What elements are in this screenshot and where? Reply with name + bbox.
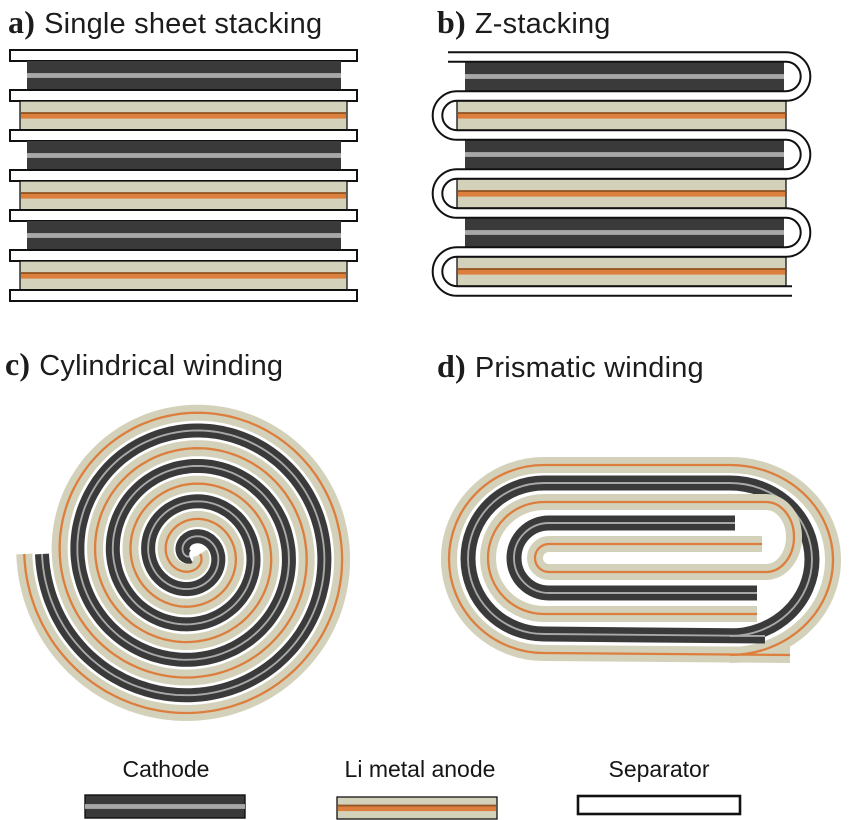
panel-a-single-sheet-stack [9, 49, 358, 302]
panel-b-z-fold-separator [431, 51, 812, 297]
prismatic-cathode-outer-collector-line [467, 482, 813, 637]
panel-a-title-text: Single sheet stacking [44, 8, 323, 40]
panel-b-z-stack [456, 62, 787, 287]
panel-c-cylindrical-winding [16, 404, 351, 722]
panel-c-letter: c) [5, 346, 31, 382]
panel-b-title-text: Z-stacking [474, 8, 611, 40]
legend-label-cathode: Cathode [122, 756, 210, 782]
panel-b-title: b)Z-stacking [437, 4, 611, 41]
prismatic-cathode-inner-collector-line [513, 522, 757, 594]
panel-b-letter: b) [437, 4, 466, 40]
prismatic-anode-inner-li-line [486, 500, 796, 616]
spiral-anode-li-line [23, 411, 344, 715]
panel-d-letter: d) [437, 348, 466, 384]
prismatic-anode-outer-li-line [447, 463, 835, 657]
panel-c-title-text: Cylindrical winding [39, 350, 284, 382]
prismatic-cathode-inner-band [506, 515, 757, 601]
panel-d-prismatic-winding [441, 457, 841, 663]
panel-a-letter: a) [8, 4, 36, 40]
panel-d-title-text: Prismatic winding [474, 352, 704, 384]
spiral-cathode-collector-line [41, 429, 326, 697]
legend-label-separator: Separator [608, 756, 710, 782]
panel-a-title: a)Single sheet stacking [8, 4, 322, 41]
legend-swatch-anode [336, 796, 498, 820]
legend-swatch-separator [576, 794, 742, 816]
legend-label-anode: Li metal anode [344, 756, 496, 782]
panel-d-title: d)Prismatic winding [437, 348, 704, 385]
panel-c-title: c)Cylindrical winding [5, 346, 283, 383]
legend-swatch-cathode [84, 794, 246, 819]
